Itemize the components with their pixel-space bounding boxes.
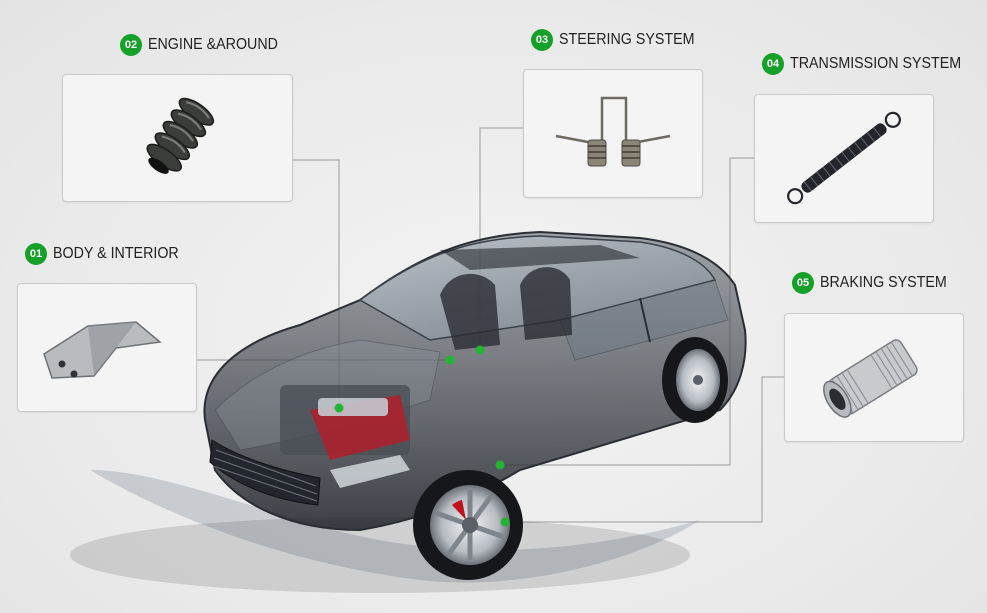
badge-04: 04 [762, 53, 784, 75]
leader-braking [505, 376, 784, 523]
label-engine-text: ENGINE &AROUND [148, 36, 278, 53]
tension-spring-icon [787, 111, 901, 205]
label-transmission: 04 TRANSMISSION SYSTEM [762, 53, 976, 75]
transmission-part-card [754, 94, 934, 223]
label-body-text: BODY & INTERIOR [53, 245, 179, 262]
knurled-insert-icon [823, 339, 918, 418]
braking-part-card [784, 313, 964, 442]
body-part-card [17, 283, 197, 412]
label-transmission-text: TRANSMISSION SYSTEM [790, 55, 962, 72]
label-braking: 05 BRAKING SYSTEM [792, 272, 958, 294]
engine-part-card [62, 74, 293, 202]
label-body: 01 BODY & INTERIOR [25, 243, 190, 265]
marker-steering [475, 345, 485, 355]
label-steering-text: STEERING SYSTEM [559, 31, 695, 48]
label-engine: 02 ENGINE &AROUND [120, 34, 289, 56]
coil-spring-icon [146, 97, 215, 174]
label-braking-text: BRAKING SYSTEM [820, 274, 947, 291]
torsion-spring-icon [555, 96, 671, 167]
marker-transmission [495, 460, 505, 470]
marker-engine [334, 403, 344, 413]
metal-bracket-icon [43, 321, 162, 379]
marker-body [445, 355, 455, 365]
badge-05: 05 [792, 272, 814, 294]
badge-02: 02 [120, 34, 142, 56]
steering-part-card [523, 69, 703, 198]
badge-01: 01 [25, 243, 47, 265]
marker-braking [500, 517, 510, 527]
badge-03: 03 [531, 29, 553, 51]
label-steering: 03 STEERING SYSTEM [531, 29, 706, 51]
